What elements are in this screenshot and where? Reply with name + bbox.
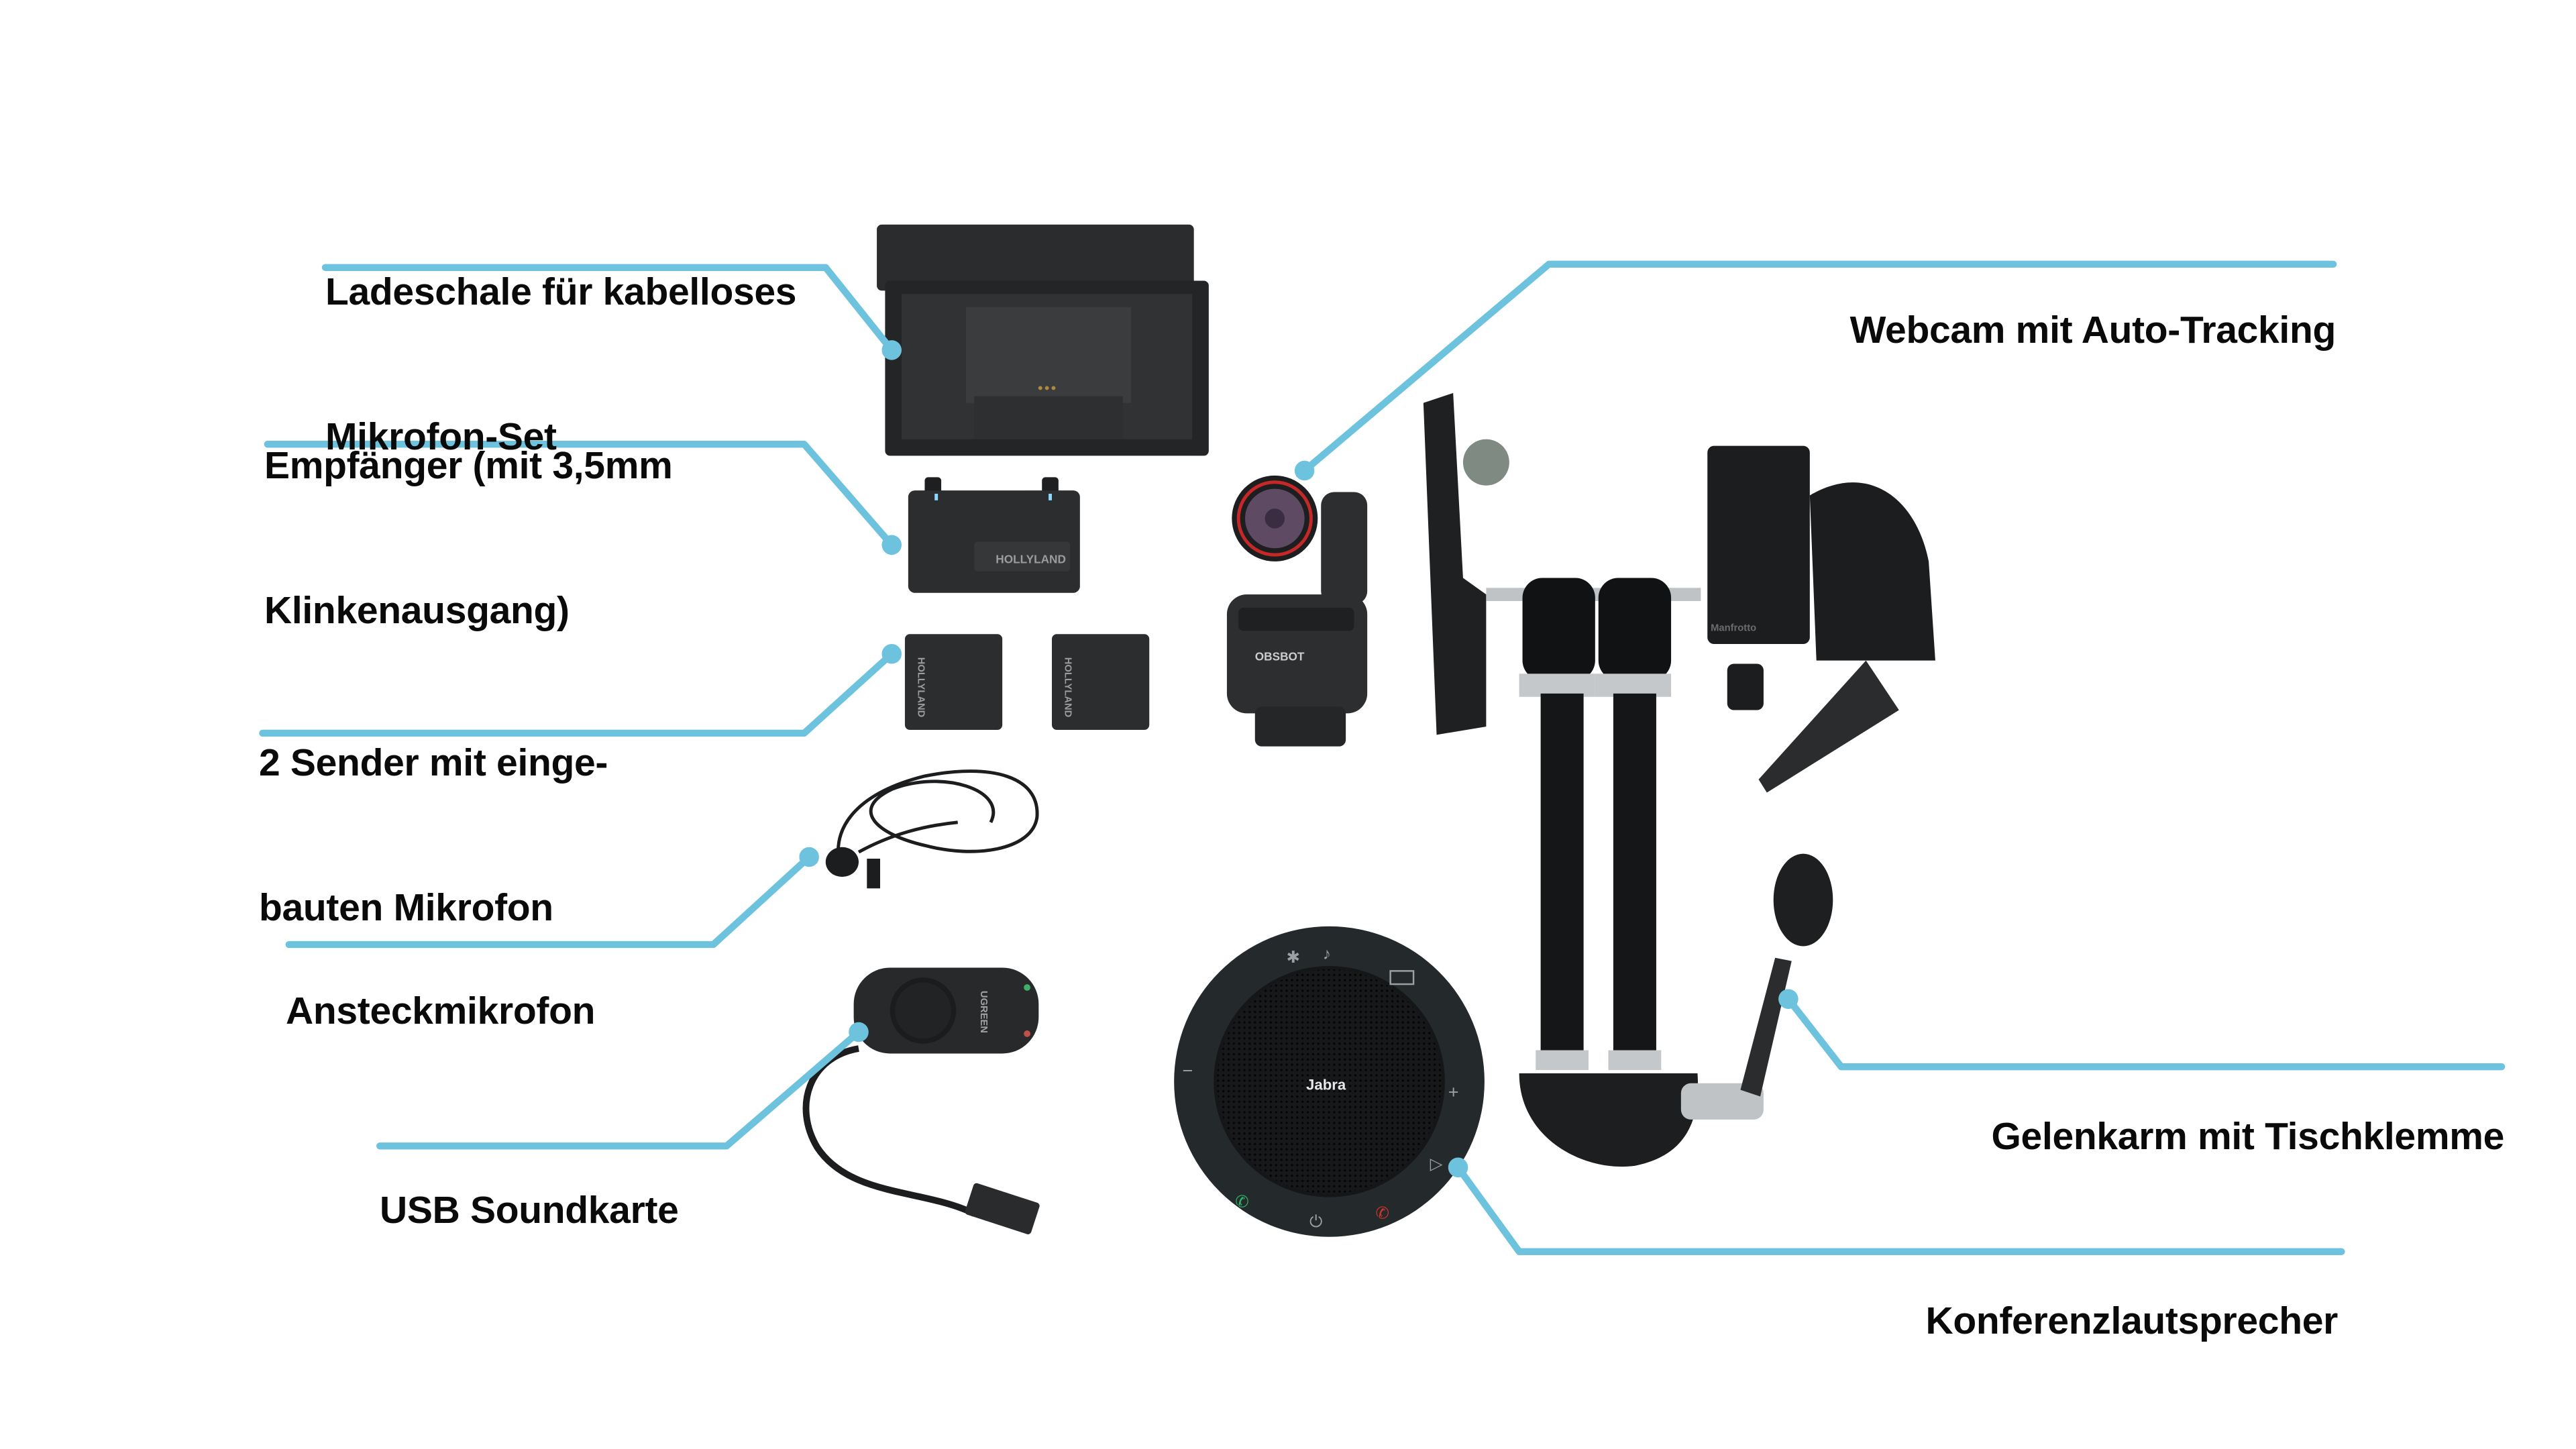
label-usb-soundcard-line-1: USB Soundkarte (380, 1189, 679, 1232)
callout-line-receiver (264, 440, 896, 549)
articulated-arm-illustration: Manfrotto (1423, 392, 1935, 1167)
transmitter-2-illustration: HOLLYLAND (1052, 634, 1150, 730)
callout-dot-receiver (881, 535, 902, 555)
soundcard-brand-text: UGREEN (978, 991, 989, 1033)
callout-line-transmitters (259, 650, 896, 737)
battery-icon (1389, 970, 1415, 985)
answer-call-icon: ✆ (1235, 1193, 1249, 1211)
label-charging-case-line-1: Ladeschale für kabelloses (325, 270, 797, 313)
label-receiver: Empfänger (mit 3,5mm Klinkenausgang) (264, 345, 673, 731)
play-icon: ▷ (1430, 1155, 1444, 1173)
label-articulated-arm: Gelenkarm mit Tischklemme (1991, 1016, 2505, 1257)
label-conference-speaker: Konferenzlautsprecher (1925, 1200, 2338, 1442)
callout-dots (799, 340, 1799, 1178)
label-receiver-line-1: Empfänger (mit 3,5mm (264, 444, 673, 487)
callout-dot-lavalier (799, 847, 819, 867)
callout-lines (259, 260, 2506, 1256)
power-icon: ⏻ (1309, 1213, 1323, 1231)
callout-line-webcam (1301, 260, 2337, 474)
callout-line-charging-case (321, 264, 896, 354)
bluetooth-icon: ✱ (1287, 949, 1301, 967)
label-articulated-arm-line-1: Gelenkarm mit Tischklemme (1991, 1115, 2505, 1158)
usb-soundcard-illustration: UGREEN (802, 967, 1040, 1234)
label-charging-case-line-2: Mikrofon-Set (325, 415, 557, 458)
charging-case-illustration (877, 224, 1209, 456)
callout-line-articulated-arm (1784, 996, 2506, 1071)
callout-dot-transmitters (881, 644, 902, 664)
mute-mic-icon: ♪ (1323, 945, 1331, 963)
conference-speaker-illustration: Jabra ✱ ♪ + − ▷ ⏻ ✆ ✆ (1174, 926, 1485, 1237)
volume-up-icon: + (1448, 1081, 1459, 1102)
label-usb-soundcard: USB Soundkarte (380, 1089, 679, 1331)
label-transmitters: 2 Sender mit einge- bauten Mikrofon (259, 642, 608, 1028)
callout-dot-articulated-arm (1778, 989, 1799, 1009)
webcam-illustration: OBSBOT (1226, 475, 1368, 747)
label-lavalier: Ansteckmikrofon (286, 890, 595, 1132)
volume-down-icon: − (1182, 1060, 1193, 1081)
callout-line-usb-soundcard (376, 1028, 863, 1150)
label-transmitters-line-2: bauten Mikrofon (259, 886, 553, 929)
callout-dot-charging-case (881, 340, 902, 360)
transmitter-2-brand-text: HOLLYLAND (1063, 657, 1073, 718)
label-webcam-line-1: Webcam mit Auto-Tracking (1849, 309, 2337, 352)
webcam-brand-text: OBSBOT (1255, 650, 1305, 663)
transmitter-1-illustration: HOLLYLAND (904, 634, 1003, 730)
lavalier-mic-illustration (825, 769, 1039, 889)
callout-dot-conference-speaker (1448, 1157, 1468, 1178)
callout-dot-usb-soundcard (849, 1022, 869, 1042)
callout-dot-webcam (1294, 460, 1315, 481)
receiver-illustration: HOLLYLAND (908, 477, 1080, 593)
label-receiver-line-2: Klinkenausgang) (264, 589, 570, 632)
label-transmitters-line-1: 2 Sender mit einge- (259, 741, 608, 784)
label-lavalier-line-1: Ansteckmikrofon (286, 989, 596, 1032)
callout-line-conference-speaker (1454, 1164, 2345, 1256)
label-conference-speaker-line-1: Konferenzlautsprecher (1925, 1299, 2338, 1342)
clamp-brand-text: Manfrotto (1711, 623, 1756, 633)
transmitter-1-brand-text: HOLLYLAND (916, 657, 926, 718)
label-webcam: Webcam mit Auto-Tracking (1849, 209, 2337, 451)
callout-line-lavalier (285, 853, 813, 949)
label-charging-case: Ladeschale für kabelloses Mikrofon-Set (325, 171, 796, 557)
receiver-brand-text: HOLLYLAND (996, 552, 1066, 566)
speaker-brand-text: Jabra (1306, 1077, 1346, 1093)
end-call-icon: ✆ (1375, 1205, 1389, 1223)
